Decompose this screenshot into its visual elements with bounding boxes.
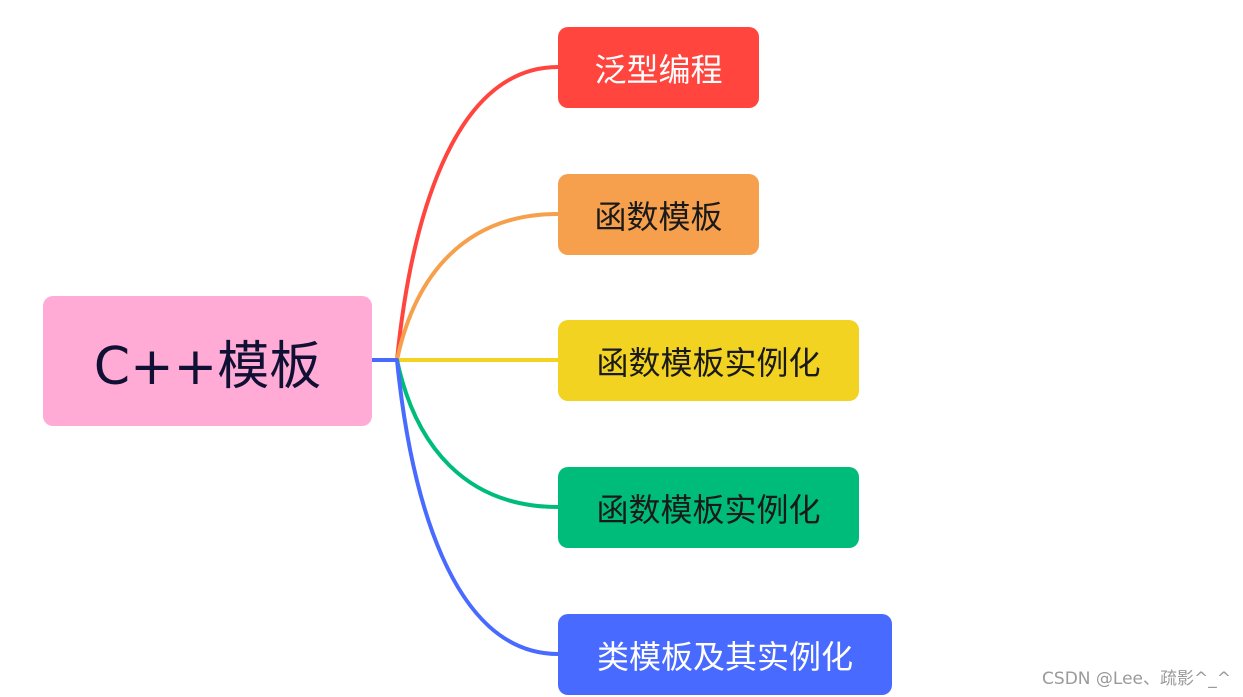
connector-line-1 bbox=[395, 65, 560, 362]
branch-node-label: 函数模板 bbox=[594, 197, 723, 236]
connector-line-5 bbox=[395, 358, 560, 656]
branch-node-generic-programming[interactable]: 泛型编程 bbox=[558, 27, 759, 108]
root-node[interactable]: C++模板 bbox=[43, 296, 372, 426]
connector-line-4 bbox=[395, 358, 560, 509]
branch-node-label: 泛型编程 bbox=[594, 50, 723, 89]
branch-node-function-template[interactable]: 函数模板 bbox=[558, 174, 759, 255]
branch-node-function-template-instantiation[interactable]: 函数模板实例化 bbox=[558, 320, 859, 401]
connector-line-2 bbox=[395, 212, 560, 362]
branch-node-class-template[interactable]: 类模板及其实例化 bbox=[558, 614, 892, 695]
watermark-text: CSDN @Lee、疏影^_^ bbox=[1042, 669, 1231, 689]
branch-node-label: 类模板及其实例化 bbox=[596, 637, 853, 676]
branch-node-label: 函数模板实例化 bbox=[596, 490, 821, 529]
root-node-label: C++模板 bbox=[93, 336, 322, 397]
branch-node-function-template-instantiation-2[interactable]: 函数模板实例化 bbox=[558, 467, 859, 548]
branch-node-label: 函数模板实例化 bbox=[596, 343, 821, 382]
